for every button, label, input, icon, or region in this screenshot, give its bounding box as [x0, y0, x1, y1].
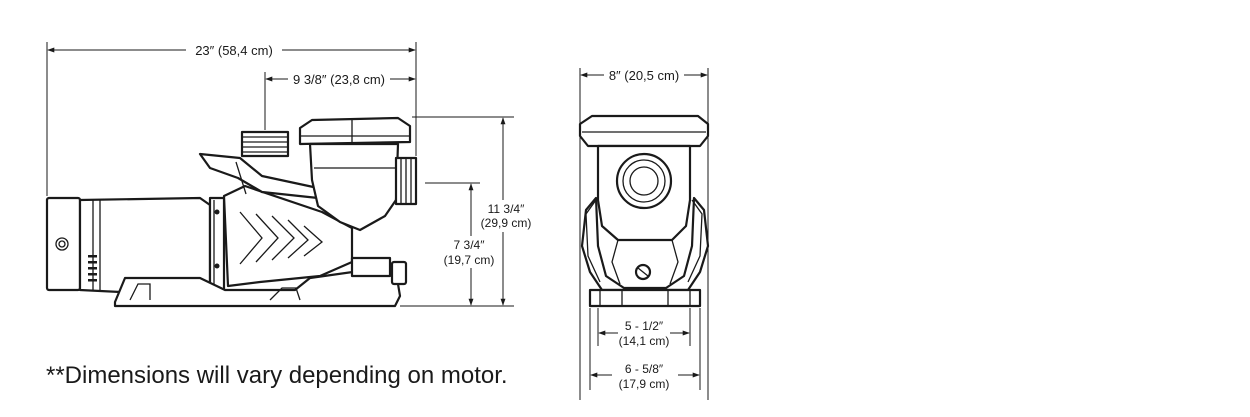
- pump-side-view: [45, 116, 418, 308]
- front-width-label: 8″ (20,5 cm): [609, 68, 679, 83]
- front-view-dimension-lines: [579, 68, 709, 400]
- inlet-offset-label: 9 3/8″ (23,8 cm): [293, 72, 385, 87]
- motor-vents: [88, 255, 97, 282]
- foot-inner-metric-label: (14,1 cm): [619, 334, 670, 348]
- side-view-dimension-lines: [46, 42, 514, 307]
- port-height-metric-label: (19,7 cm): [444, 253, 495, 267]
- foot-outer-metric-label: (17,9 cm): [619, 377, 670, 391]
- front-view-dimension-labels: 8″ (20,5 cm) 5 - 1/2″ (14,1 cm) 6 - 5/8″…: [609, 68, 679, 391]
- foot-outer-imperial-label: 6 - 5/8″: [625, 362, 664, 376]
- total-height-metric-label: (29,9 cm): [481, 216, 532, 230]
- pump-front-view: [578, 114, 710, 308]
- overall-length-label: 23″ (58,4 cm): [195, 43, 273, 58]
- port-height-imperial-label: 7 3/4″: [454, 238, 486, 252]
- dimensions-note: **Dimensions will vary depending on moto…: [46, 362, 508, 389]
- foot-inner-imperial-label: 5 - 1/2″: [625, 319, 664, 333]
- side-view-dimension-labels: 23″ (58,4 cm) 9 3/8″ (23,8 cm) 11 3/4″ (…: [195, 43, 531, 267]
- total-height-imperial-label: 11 3/4″: [488, 202, 525, 216]
